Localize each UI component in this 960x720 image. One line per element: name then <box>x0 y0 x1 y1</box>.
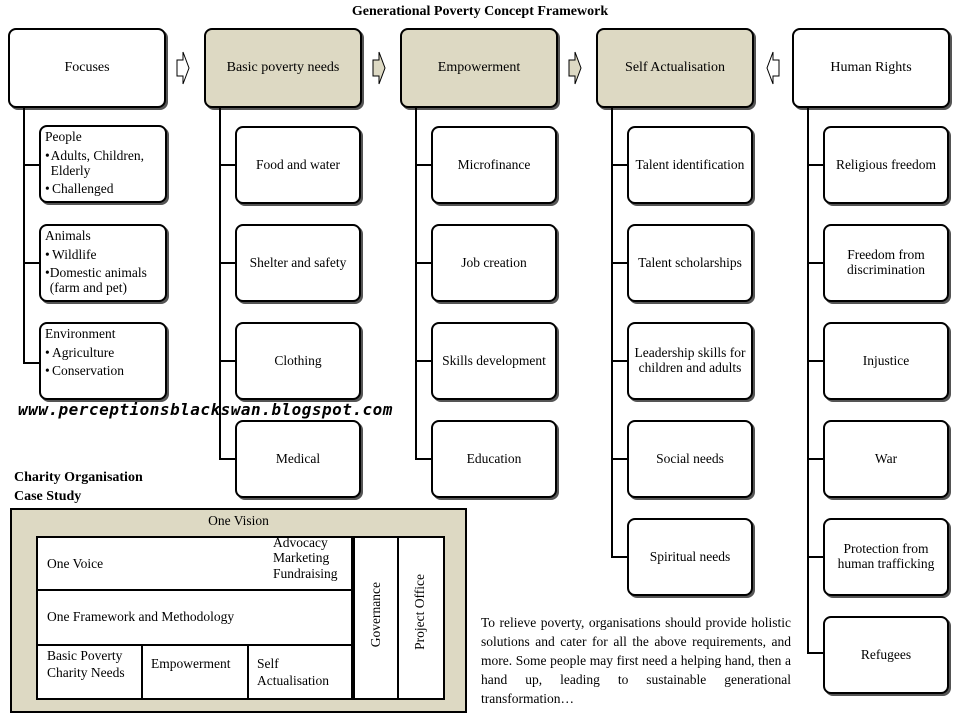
item-clothing: Clothing <box>235 322 361 400</box>
self-actualisation-cell: Self Actualisation <box>247 644 353 700</box>
list-item: •Conservation <box>45 362 124 378</box>
connector-line <box>219 108 221 460</box>
governance-cell: Governance <box>353 536 399 700</box>
watermark-url: www.perceptionsblackswan.blogspot.com <box>18 400 393 419</box>
connector-line <box>611 108 613 558</box>
list-item: •Adults, Children, Elderly <box>45 147 145 178</box>
connector-line <box>415 360 432 362</box>
one-framework-cell: One Framework and Methodology <box>36 589 353 646</box>
one-framework-label: One Framework and Methodology <box>47 609 235 624</box>
focus-animals: Animals •Wildlife •Domestic animals (far… <box>39 224 167 302</box>
connector-line <box>807 556 824 558</box>
connector-line <box>807 262 824 264</box>
basic-poverty-cell: Basic Poverty Charity Needs <box>36 644 143 700</box>
item-spiritual-needs: Spiritual needs <box>627 518 753 596</box>
basic-poverty-label: Basic Poverty Charity Needs <box>47 648 125 680</box>
focus-heading: Environment <box>45 326 116 341</box>
voice-items: Advocacy Marketing Fundraising <box>273 535 338 581</box>
connector-line <box>611 360 628 362</box>
connector-line <box>219 458 236 460</box>
connector-line <box>219 360 236 362</box>
connector-line <box>23 362 40 364</box>
arrow-right-icon <box>372 51 386 85</box>
list-item: Fundraising <box>273 565 338 581</box>
connector-line <box>23 262 40 264</box>
item-food-and-water: Food and water <box>235 126 361 204</box>
heading-focuses: Focuses <box>8 28 166 108</box>
connector-line <box>23 164 40 166</box>
item-talent-identification: Talent identification <box>627 126 753 204</box>
connector-line <box>611 164 628 166</box>
item-education: Education <box>431 420 557 498</box>
connector-line <box>807 652 824 654</box>
case-study-title: Charity Organisation Case Study <box>14 470 143 504</box>
connector-line <box>611 458 628 460</box>
empowerment-cell: Empowerment <box>141 644 249 700</box>
connector-line <box>23 108 25 364</box>
list-item: •Wildlife <box>45 246 97 262</box>
connector-line <box>807 108 809 654</box>
heading-self-actualisation: Self Actualisation <box>596 28 754 108</box>
connector-line <box>415 262 432 264</box>
list-item: •Domestic animals (farm and pet) <box>45 264 147 295</box>
item-job-creation: Job creation <box>431 224 557 302</box>
list-item: •Agriculture <box>45 344 115 360</box>
connector-line <box>219 262 236 264</box>
one-voice-cell: One Voice Advocacy Marketing Fundraising <box>36 535 353 591</box>
list-item: Advocacy <box>273 535 328 550</box>
diagram-title: Generational Poverty Concept Framework <box>351 4 609 19</box>
item-microfinance: Microfinance <box>431 126 557 204</box>
heading-basic-poverty-needs: Basic poverty needs <box>204 28 362 108</box>
arrow-left-icon <box>766 51 780 85</box>
heading-human-rights: Human Rights <box>792 28 950 108</box>
connector-line <box>611 556 628 558</box>
list-item: •Challenged <box>45 180 114 196</box>
connector-line <box>807 458 824 460</box>
focus-heading: People <box>45 129 82 144</box>
empowerment-label: Empowerment <box>151 656 231 671</box>
item-talent-scholarships: Talent scholarships <box>627 224 753 302</box>
item-shelter-and-safety: Shelter and safety <box>235 224 361 302</box>
connector-line <box>219 164 236 166</box>
connector-line <box>415 458 432 460</box>
item-injustice: Injustice <box>823 322 949 400</box>
arrow-right-icon <box>568 51 582 85</box>
heading-empowerment: Empowerment <box>400 28 558 108</box>
focus-people: People •Adults, Children, Elderly •Chall… <box>39 125 167 203</box>
project-office-cell: Project Office <box>397 536 445 700</box>
item-war: War <box>823 420 949 498</box>
item-refugees: Refugees <box>823 616 949 694</box>
arrow-right-icon <box>176 51 190 85</box>
connector-line <box>807 164 824 166</box>
item-freedom-from-discrimination: Freedom from discrimination <box>823 224 949 302</box>
connector-line <box>611 262 628 264</box>
self-actualisation-label: Self Actualisation <box>257 656 329 688</box>
focus-environment: Environment •Agriculture •Conservation <box>39 322 167 400</box>
one-voice-label: One Voice <box>47 556 104 571</box>
item-skills-development: Skills development <box>431 322 557 400</box>
item-protection-from-trafficking: Protection from human trafficking <box>823 518 949 596</box>
governance-label: Governance <box>368 582 383 648</box>
connector-line <box>415 164 432 166</box>
focus-heading: Animals <box>45 228 91 243</box>
case-study-frame: One Vision One Voice Advocacy Marketing … <box>10 508 467 713</box>
item-leadership-skills: Leadership skills for children and adult… <box>627 322 753 400</box>
item-religious-freedom: Religious freedom <box>823 126 949 204</box>
item-social-needs: Social needs <box>627 420 753 498</box>
list-item: Marketing <box>273 550 330 566</box>
summary-paragraph: To relieve poverty, organisations should… <box>481 615 791 706</box>
connector-line <box>807 360 824 362</box>
one-vision-label: One Vision <box>208 513 269 528</box>
connector-line <box>415 108 417 460</box>
project-office-label: Project Office <box>412 574 427 650</box>
item-medical: Medical <box>235 420 361 498</box>
